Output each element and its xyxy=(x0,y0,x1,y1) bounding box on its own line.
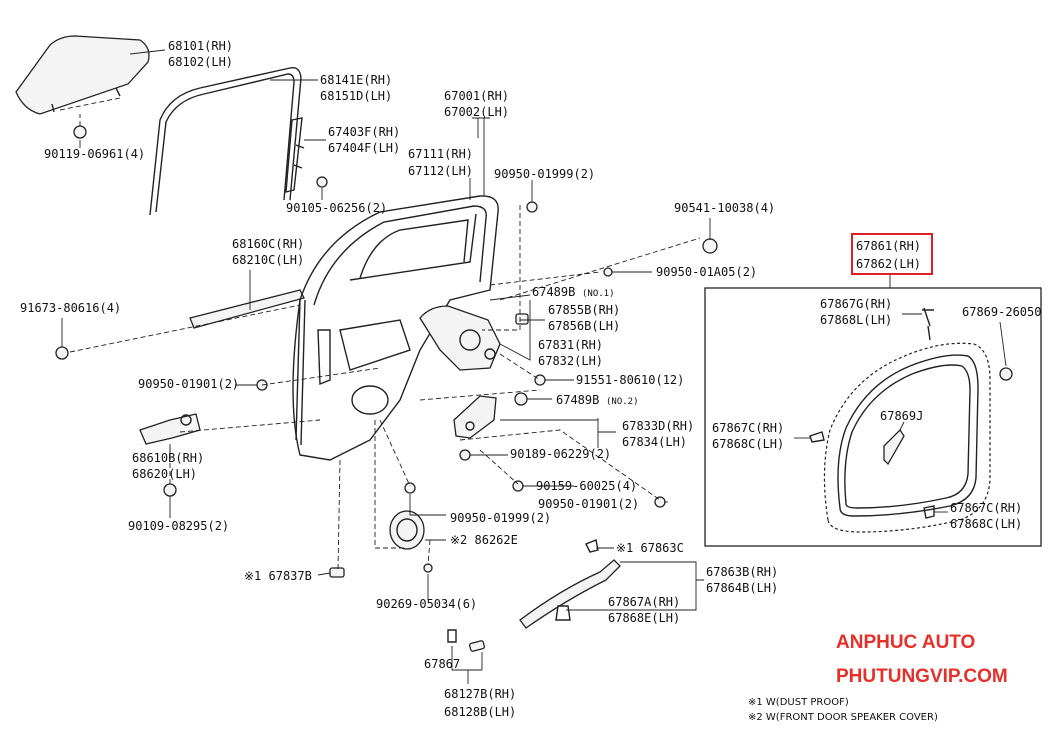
label-67831-rh: 67831(RH) xyxy=(538,338,603,352)
label-67489b-no2-note: (NO.2) xyxy=(606,397,639,407)
division-bar-drawing xyxy=(285,117,305,193)
label-68102-lh: 68102(LH) xyxy=(168,55,233,69)
label-67112-lh: 67112(LH) xyxy=(408,164,473,178)
label-90950-01a05: 90950-01A05(2) xyxy=(656,265,757,279)
label-67489b-no2: 67489B xyxy=(556,393,599,407)
label-67001-rh: 67001(RH) xyxy=(444,89,509,103)
label-68128b-lh: 68128B(LH) xyxy=(444,705,516,719)
label-67833d-rh: 67833D(RH) xyxy=(622,419,694,433)
label-67862-lh: 67862(LH) xyxy=(856,257,921,271)
label-67404f-lh: 67404F(LH) xyxy=(328,141,400,155)
label-91551: 91551-80610(12) xyxy=(576,373,684,387)
brand-line-2: PHUTUNGVIP.COM xyxy=(836,666,1008,687)
label-67837b: ※1 67837B xyxy=(244,569,312,583)
label-90119: 90119-06961(4) xyxy=(44,147,145,161)
label-67111-rh: 67111(RH) xyxy=(408,147,473,161)
label-67863c: ※1 67863C xyxy=(616,541,684,555)
label-90950-01999-bottom: 90950-01999(2) xyxy=(450,511,551,525)
glass-run-drawing xyxy=(149,67,302,216)
brand-watermark: ANPHUC AUTO PHUTUNGVIP.COM xyxy=(836,632,1008,687)
label-67869-26050: 67869-26050 xyxy=(962,305,1041,319)
footnotes: ※1 W(DUST PROOF) ※2 W(FRONT DOOR SPEAKER… xyxy=(748,697,938,723)
label-68151d-lh: 68151D(LH) xyxy=(320,89,392,103)
assembly-lines xyxy=(59,97,701,571)
label-67869j: 67869J xyxy=(880,409,923,423)
label-68160c-rh: 68160C(RH) xyxy=(232,237,304,251)
label-67403f-rh: 67403F(RH) xyxy=(328,125,400,139)
label-67868c-lh-right: 67868C(LH) xyxy=(950,517,1022,531)
label-90269: 90269-05034(6) xyxy=(376,597,477,611)
label-67868e-lh: 67868E(LH) xyxy=(608,611,680,625)
label-90109: 90109-08295(2) xyxy=(128,519,229,533)
leader-lines xyxy=(61,49,711,684)
trim-strip-drawing xyxy=(519,559,621,629)
label-67867c-rh-left: 67867C(RH) xyxy=(712,421,784,435)
label-68620-lh: 68620(LH) xyxy=(132,467,197,481)
label-67867a-rh: 67867A(RH) xyxy=(608,595,680,609)
highlight-box xyxy=(851,233,933,275)
part-labels: 68101(RH) 68102(LH) 68141E(RH) 68151D(LH… xyxy=(20,39,1041,719)
label-67864b-lh: 67864B(LH) xyxy=(706,581,778,595)
inside-handle-drawing xyxy=(453,395,497,439)
door-glass-drawing xyxy=(15,35,150,115)
label-91673: 91673-80616(4) xyxy=(20,301,121,315)
label-90541: 90541-10038(4) xyxy=(674,201,775,215)
label-90950-01999-top: 90950-01999(2) xyxy=(494,167,595,181)
label-90105: 90105-06256(2) xyxy=(286,201,387,215)
label-67489b-no1-note: (NO.1) xyxy=(582,289,615,299)
label-68210c-lh: 68210C(LH) xyxy=(232,253,304,267)
small-clips-drawing xyxy=(329,539,599,652)
brand-line-1: ANPHUC AUTO xyxy=(836,632,975,653)
door-hinge-drawing xyxy=(139,413,201,445)
belt-moulding-drawing xyxy=(189,289,305,329)
label-90159: 90159-60025(4) xyxy=(536,479,637,493)
label-67868l-lh: 67868L(LH) xyxy=(820,313,892,327)
footnote-1: ※1 W(DUST PROOF) xyxy=(748,697,849,708)
label-67868c-lh-left: 67868C(LH) xyxy=(712,437,784,451)
weatherstrip-inset xyxy=(704,274,1042,547)
label-67834-lh: 67834(LH) xyxy=(622,435,687,449)
label-67867c-rh-right: 67867C(RH) xyxy=(950,501,1022,515)
label-67867: 67867 xyxy=(424,657,460,671)
label-67867g-rh: 67867G(RH) xyxy=(820,297,892,311)
label-67855b-rh: 67855B(RH) xyxy=(548,303,620,317)
door-lock-drawing xyxy=(419,305,501,371)
label-67489b-no1: 67489B xyxy=(532,285,575,299)
speaker-cover-drawing xyxy=(389,510,425,550)
label-67002-lh: 67002(LH) xyxy=(444,105,509,119)
label-86262e: ※2 86262E xyxy=(450,533,518,547)
label-68101-rh: 68101(RH) xyxy=(168,39,233,53)
label-90950-01901-right: 90950-01901(2) xyxy=(538,497,639,511)
label-67861-rh: 67861(RH) xyxy=(856,239,921,253)
label-68141e-rh: 68141E(RH) xyxy=(320,73,392,87)
label-67863b-rh: 67863B(RH) xyxy=(706,565,778,579)
footnote-2: ※2 W(FRONT DOOR SPEAKER COVER) xyxy=(748,712,938,723)
label-68127b-rh: 68127B(RH) xyxy=(444,687,516,701)
label-67832-lh: 67832(LH) xyxy=(538,354,603,368)
label-90950-01901-left: 90950-01901(2) xyxy=(138,377,239,391)
door-panel-drawing xyxy=(292,195,499,461)
label-67856b-lh: 67856B(LH) xyxy=(548,319,620,333)
label-90189: 90189-06229(2) xyxy=(510,447,611,461)
label-68610b-rh: 68610B(RH) xyxy=(132,451,204,465)
